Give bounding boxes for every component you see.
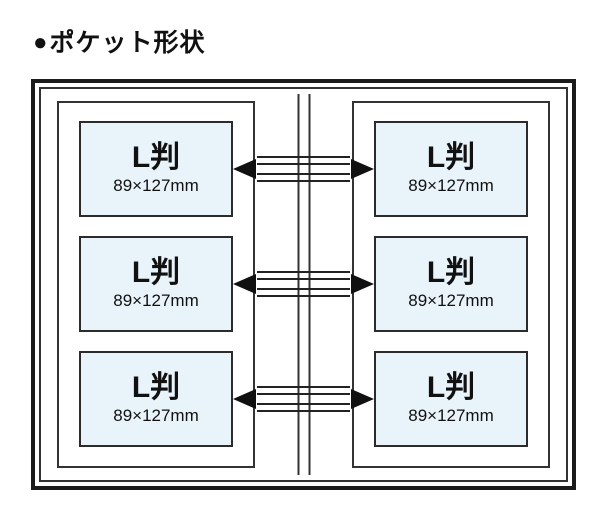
- pocket-label: L判: [426, 256, 476, 290]
- slit-line: [257, 403, 350, 405]
- left-page-panel: L判 89×127mm L判 89×127mm L判 89×127mm: [57, 101, 255, 468]
- page-title: ● ポケット形状: [33, 28, 206, 58]
- slit-line: [257, 386, 350, 388]
- album-inner-frame: L判 89×127mm L判 89×127mm L判 89×127mm: [39, 87, 568, 482]
- arrow-left-icon: [233, 159, 256, 179]
- pocket-size: 89×127mm: [113, 290, 199, 310]
- arrow-right-icon: [351, 274, 374, 294]
- pocket-label: L判: [426, 371, 476, 405]
- pocket-label: L判: [131, 141, 181, 175]
- arrow-right-icon: [351, 389, 374, 409]
- slit-line: [257, 271, 350, 273]
- arrow-left-icon: [233, 274, 256, 294]
- pocket-left-3: L判 89×127mm: [79, 351, 233, 447]
- arrow-right-icon: [351, 159, 374, 179]
- pocket-left-1: L判 89×127mm: [79, 121, 233, 217]
- slit-line: [257, 156, 350, 158]
- pocket-size: 89×127mm: [113, 405, 199, 425]
- slit-line: [257, 180, 350, 182]
- slit-line: [257, 278, 350, 280]
- pocket-left-2: L判 89×127mm: [79, 236, 233, 332]
- pocket-size: 89×127mm: [408, 290, 494, 310]
- pocket-size: 89×127mm: [408, 175, 494, 195]
- album-outer-frame: L判 89×127mm L判 89×127mm L判 89×127mm: [31, 79, 576, 490]
- page-title-text: ポケット形状: [49, 29, 206, 57]
- pocket-label: L判: [131, 371, 181, 405]
- pocket-size: 89×127mm: [113, 175, 199, 195]
- bullet-icon: ●: [33, 28, 49, 56]
- pocket-right-2: L判 89×127mm: [374, 236, 528, 332]
- pocket-right-3: L判 89×127mm: [374, 351, 528, 447]
- right-page-panel: L判 89×127mm L判 89×127mm L判 89×127mm: [352, 101, 550, 468]
- pocket-right-1: L判 89×127mm: [374, 121, 528, 217]
- pocket-label: L判: [131, 256, 181, 290]
- slit-line: [257, 393, 350, 395]
- pocket-label: L判: [426, 141, 476, 175]
- slit-line: [257, 163, 350, 165]
- slit-line: [257, 410, 350, 412]
- pocket-size: 89×127mm: [408, 405, 494, 425]
- slit-line: [257, 295, 350, 297]
- spine-gutter: [297, 94, 310, 475]
- album-content-area: L判 89×127mm L判 89×127mm L判 89×127mm: [41, 89, 566, 480]
- slit-line: [257, 173, 350, 175]
- arrow-left-icon: [233, 389, 256, 409]
- slit-line: [257, 288, 350, 290]
